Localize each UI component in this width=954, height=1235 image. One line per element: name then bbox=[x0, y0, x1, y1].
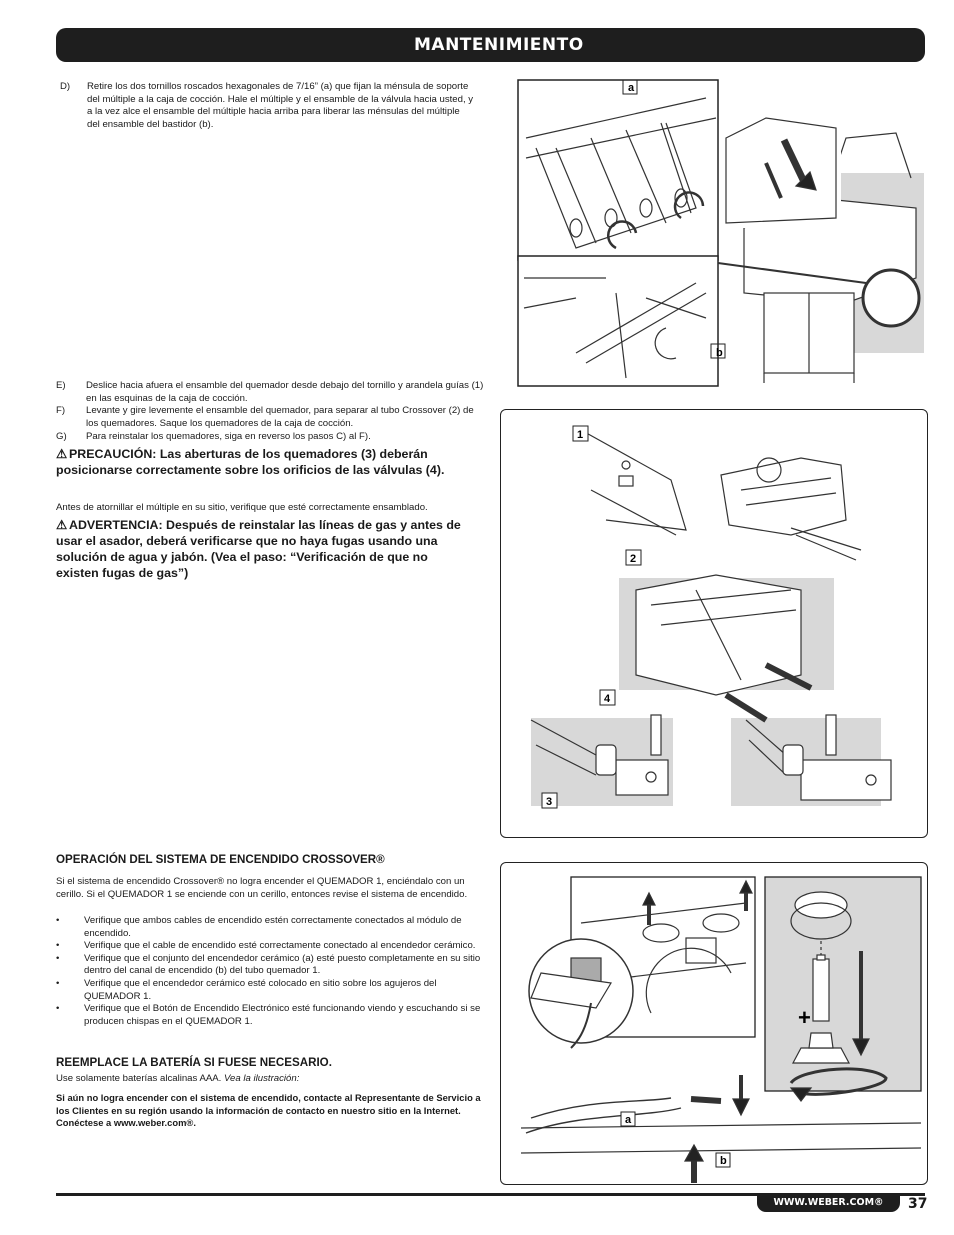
section-title-banner: MANTENIMIENTO bbox=[56, 28, 925, 62]
check-note: Antes de atornillar el múltiple en su si… bbox=[56, 502, 428, 513]
callout-3: 3 bbox=[546, 796, 552, 808]
step-d-letter: D) bbox=[60, 81, 71, 92]
section-title: MANTENIMIENTO bbox=[414, 35, 584, 55]
crossover-checklist: Verifique que ambos cables de encendido … bbox=[56, 915, 484, 1028]
warning-icon: ⚠ bbox=[56, 518, 68, 532]
contact-note: Si aún no logra encender con el sistema … bbox=[56, 1092, 481, 1129]
step-e-text: Deslice hacia afuera el ensamble del que… bbox=[86, 380, 484, 404]
step-f-text: Levante y gire levemente el ensamble del… bbox=[86, 405, 474, 429]
crossover-heading: OPERACIÓN DEL SISTEMA DE ENCENDIDO CROSS… bbox=[56, 853, 385, 866]
step-f: F) Levante y gire levemente el ensamble … bbox=[56, 405, 486, 431]
callout-1: 1 bbox=[577, 429, 583, 441]
page-number: 37 bbox=[908, 1196, 928, 1212]
step-f-letter: F) bbox=[56, 405, 66, 416]
step-e: E) Deslice hacia afuera el ensamble del … bbox=[56, 380, 486, 406]
battery-heading: REEMPLACE LA BATERÍA SI FUESE NECESARIO. bbox=[56, 1056, 332, 1069]
checklist-item: Verifique que el cable de encendido esté… bbox=[56, 940, 484, 953]
figure-manifold-removal: a b bbox=[516, 78, 926, 388]
footer-url: WWW.WEBER.COM® bbox=[757, 1194, 900, 1212]
manifold-illustration: a b bbox=[517, 78, 924, 387]
checklist-item: Verifique que el conjunto del encendedor… bbox=[56, 953, 484, 978]
caution-icon: ⚠ bbox=[56, 447, 68, 461]
warning-block: ⚠ADVERTENCIA: Después de reinstalar las … bbox=[56, 517, 466, 581]
ignition-illustration: + a b bbox=[520, 876, 922, 1183]
battery-note: Use solamente baterías alcalinas AAA. bbox=[56, 1073, 222, 1084]
step-g-text: Para reinstalar los quemadores, siga en … bbox=[86, 431, 371, 442]
figure-label-b: b bbox=[720, 1155, 727, 1167]
checklist-item: Verifique que ambos cables de encendido … bbox=[56, 915, 484, 940]
step-e-letter: E) bbox=[56, 380, 66, 391]
figure-ignition-battery: + a b bbox=[500, 862, 928, 1185]
figure-burner-positioning: 1 2 4 3 bbox=[500, 409, 928, 838]
crossover-intro: Si el sistema de encendido Crossover® no… bbox=[56, 876, 468, 900]
checklist-item: Verifique que el encendedor cerámico est… bbox=[56, 978, 484, 1003]
battery-plus-sign: + bbox=[798, 1005, 811, 1030]
step-d-text: Retire los dos tornillos roscados hexago… bbox=[87, 81, 474, 130]
figure-label-b: b bbox=[716, 347, 723, 359]
figure-label-a: a bbox=[625, 1114, 632, 1126]
step-g-letter: G) bbox=[56, 431, 67, 442]
callout-4: 4 bbox=[604, 693, 611, 705]
callout-labels: 1 2 4 3 bbox=[541, 425, 642, 809]
battery-text: Use solamente baterías alcalinas AAA. Ve… bbox=[56, 1073, 486, 1086]
figure-label-a: a bbox=[628, 82, 635, 94]
warning-text: ADVERTENCIA: Después de reinstalar las l… bbox=[56, 518, 461, 580]
burner-illustration: 1 2 4 3 bbox=[530, 425, 892, 809]
footer-rule bbox=[56, 1193, 925, 1196]
battery-see-illustration: Vea la ilustración: bbox=[224, 1073, 300, 1084]
checklist-item: Verifique que el Botón de Encendido Elec… bbox=[56, 1003, 484, 1028]
callout-2: 2 bbox=[630, 553, 636, 565]
caution-text: PRECAUCIÓN: Las aberturas de los quemado… bbox=[56, 447, 445, 477]
caution-block: ⚠PRECAUCIÓN: Las aberturas de los quemad… bbox=[56, 446, 484, 478]
step-g: G) Para reinstalar los quemadores, siga … bbox=[56, 431, 486, 445]
